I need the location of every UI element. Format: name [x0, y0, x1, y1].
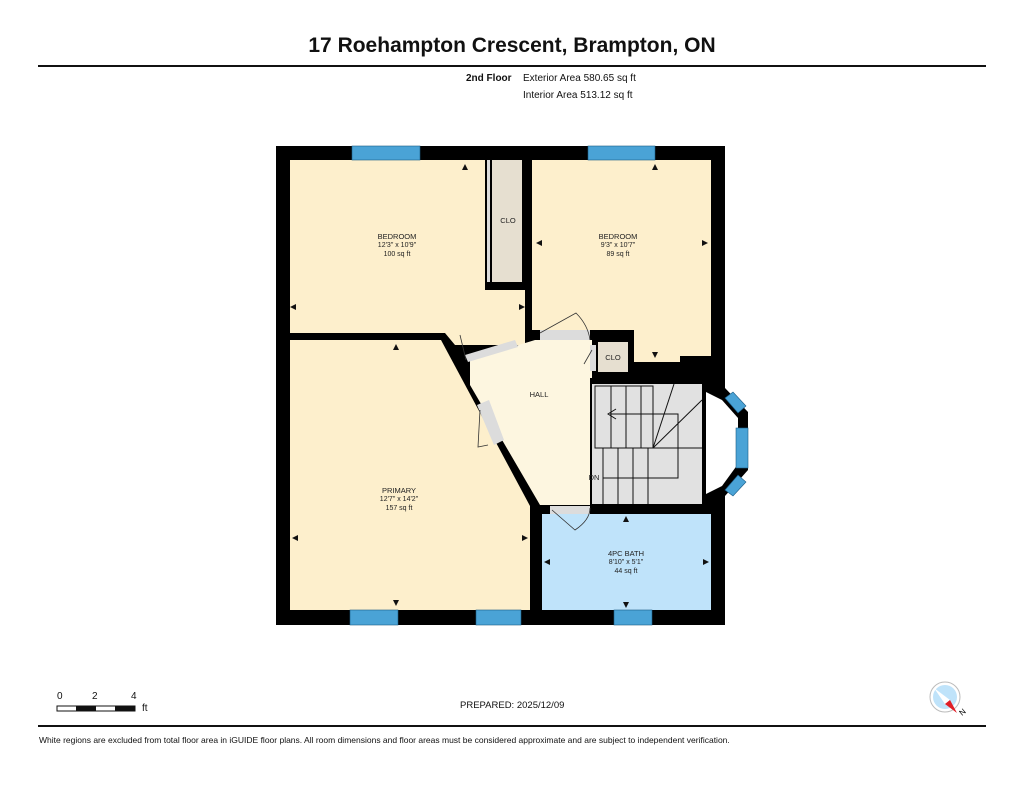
scale-unit: ft — [142, 703, 148, 714]
room-dims: 12'3" x 10'9" — [378, 242, 417, 249]
room-name: BEDROOM — [378, 232, 417, 241]
room-area: 100 sq ft — [384, 251, 411, 258]
scale-tick: 0 — [57, 691, 63, 702]
room-closet-2 — [598, 342, 628, 372]
room-closet-1 — [492, 160, 522, 282]
staircase — [592, 384, 702, 504]
room-name: CLO — [500, 216, 516, 225]
footer-divider — [38, 725, 986, 727]
stair-lines — [594, 383, 703, 504]
room-area: 89 sq ft — [607, 251, 630, 258]
door-swings — [459, 312, 593, 531]
page-title: 17 Roehampton Crescent, Brampton, ON — [308, 34, 716, 57]
room-name: 4PC BATH — [608, 549, 644, 558]
floor-label: 2nd Floor — [466, 73, 512, 84]
room-area: 157 sq ft — [386, 505, 413, 512]
scale-tick: 4 — [131, 691, 137, 702]
prepared-date: PREPARED: 2025/12/09 — [460, 700, 565, 711]
room-dims: 12'7" x 14'2" — [380, 496, 419, 503]
windows — [349, 145, 749, 626]
room-hall — [470, 340, 592, 505]
stairs-label: DN — [589, 473, 600, 482]
room-bedroom-2 — [532, 160, 711, 362]
compass-north-label: N — [958, 707, 968, 718]
scale-bar — [56, 705, 136, 712]
compass-icon — [929, 681, 961, 713]
exterior-area: Exterior Area 580.65 sq ft — [523, 73, 636, 84]
room-dims: 9'3" x 10'7" — [601, 242, 636, 249]
header-divider — [38, 65, 986, 67]
room-bedroom-1 — [290, 160, 525, 345]
scale-labels: 0 2 4 ft — [57, 691, 148, 714]
room-primary — [290, 340, 530, 610]
interior-area: Interior Area 513.12 sq ft — [523, 90, 633, 101]
room-name: BEDROOM — [599, 232, 638, 241]
disclaimer: White regions are excluded from total fl… — [39, 735, 730, 745]
room-name: HALL — [530, 390, 549, 399]
scale-tick: 2 — [92, 691, 98, 702]
room-bath — [542, 514, 711, 610]
room-name: PRIMARY — [382, 486, 416, 495]
bay-excluded-area — [706, 392, 738, 494]
doors — [465, 330, 596, 514]
room-name: CLO — [605, 353, 621, 362]
closet-door-1 — [487, 160, 490, 282]
room-dims: 8'10" x 5'1" — [609, 559, 644, 566]
room-area: 44 sq ft — [615, 568, 638, 575]
dimension-arrows — [290, 164, 709, 608]
